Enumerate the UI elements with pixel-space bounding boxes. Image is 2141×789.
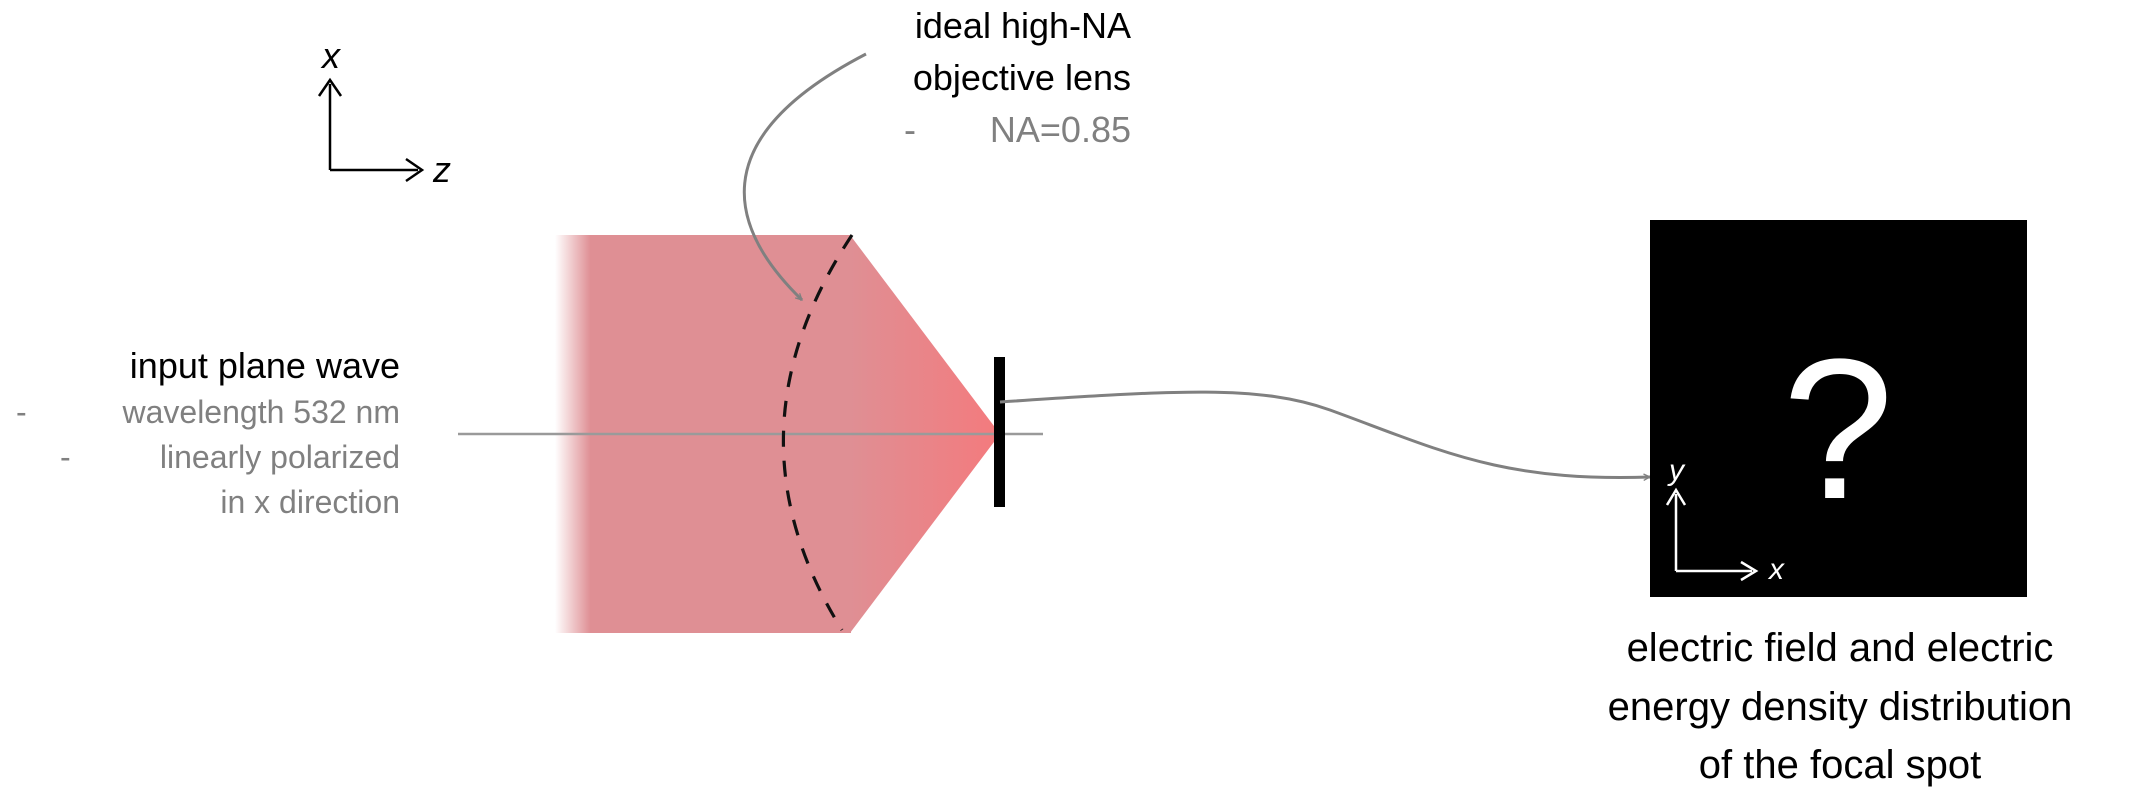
objective-lens-arc: [781, 234, 854, 631]
input-polarization-line2: in x direction: [220, 484, 400, 520]
lens-label: ideal high-NA objective lens - NA=0.85: [904, 5, 1131, 150]
input-bullet-1: -: [16, 394, 27, 430]
z-axis-arrowhead: [405, 157, 425, 183]
input-bullet-2: -: [60, 439, 71, 475]
main-axes: x z: [317, 35, 451, 190]
input-label: input plane wave - wavelength 532 nm - l…: [16, 345, 400, 520]
output-label-line1: electric field and electric: [1627, 626, 2054, 670]
focal-y-axis-label: y: [1667, 454, 1686, 487]
x-axis-label: x: [320, 35, 342, 76]
lens-label-bullet: -: [904, 109, 916, 150]
focus-pointer-arrow: [999, 390, 1650, 477]
lens-label-line1: ideal high-NA: [915, 5, 1131, 46]
focal-x-axis-label: x: [1767, 553, 1785, 586]
focal-box-axes: y x: [1665, 454, 1785, 586]
focal-x-axis-arrowhead: [1740, 560, 1759, 582]
focal-plane-bar: [994, 357, 1005, 507]
unknown-result-symbol: ?: [1782, 318, 1893, 541]
input-label-title: input plane wave: [130, 345, 400, 386]
focal-y-axis-arrowhead: [1665, 487, 1687, 506]
lens-na-value: NA=0.85: [990, 109, 1131, 150]
focal-spot-panel: [1650, 220, 2027, 597]
lens-label-line2: objective lens: [913, 57, 1131, 98]
input-wavelength: wavelength 532 nm: [121, 394, 400, 430]
x-axis-arrowhead: [317, 77, 343, 97]
output-label-line3: of the focal spot: [1699, 743, 1981, 787]
lens-pointer-arrow: [742, 52, 867, 302]
output-label-line2: energy density distribution: [1608, 685, 2073, 729]
output-label: electric field and electric energy densi…: [1608, 626, 2073, 787]
focal-spot-box: ? y x: [1650, 220, 2027, 597]
input-polarization-line1: linearly polarized: [160, 439, 400, 475]
z-axis-label: z: [432, 149, 451, 190]
